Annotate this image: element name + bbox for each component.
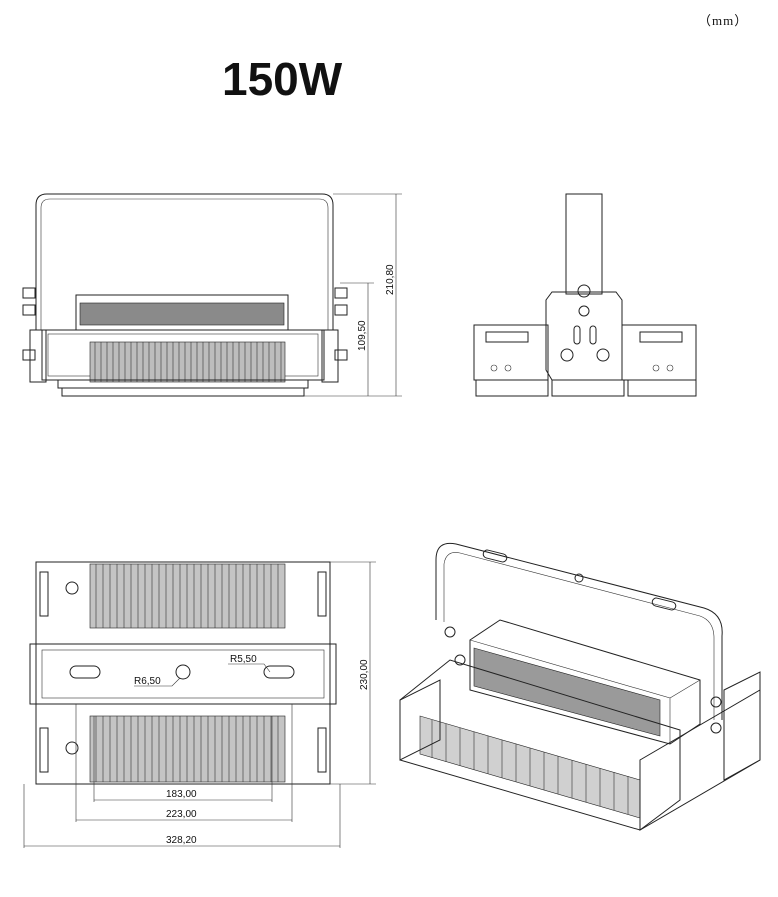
- plan-view: [23, 561, 376, 848]
- dim-overall-label: 328,20: [166, 835, 197, 846]
- bracket-bolts: [22, 287, 348, 361]
- dim-radius-small-label: R5,50: [230, 654, 257, 665]
- heatsink-fins-front: [89, 341, 286, 383]
- dim-height-label: 210,80: [385, 264, 396, 295]
- isometric-view: [399, 542, 761, 831]
- dim-depth-label: 230,00: [359, 659, 370, 690]
- dim-inner-label: 183,00: [166, 789, 197, 800]
- dim-lower-label: 109,50: [357, 320, 368, 351]
- dim-radius-large-label: R6,50: [134, 676, 161, 687]
- unit-label: （mm）: [698, 13, 749, 28]
- front-view: [22, 193, 402, 397]
- side-view: [473, 193, 697, 397]
- wattage-title: 150W: [222, 53, 343, 105]
- dim-middle-label: 223,00: [166, 809, 197, 820]
